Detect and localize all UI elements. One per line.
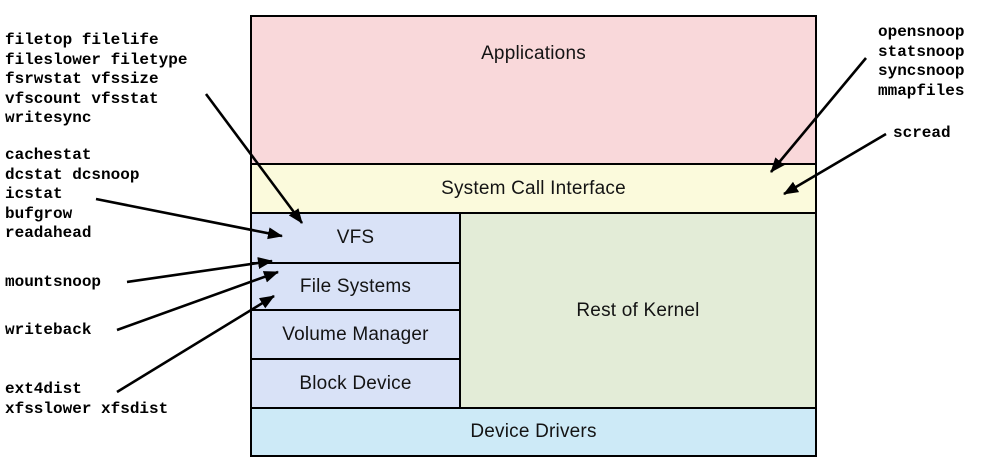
layer-block-device-label: Block Device xyxy=(299,372,412,394)
layer-applications: Applications xyxy=(250,15,817,165)
layer-system-call-interface-label: System Call Interface xyxy=(441,177,626,199)
tool-label-scread: scread xyxy=(893,124,951,142)
tool-label-writeback: writeback xyxy=(5,321,92,339)
layer-rest-of-kernel: Rest of Kernel xyxy=(459,212,817,409)
layer-vfs-label: VFS xyxy=(336,227,375,248)
layer-vfs: VFS xyxy=(250,212,461,264)
layer-rest-of-kernel-label: Rest of Kernel xyxy=(576,299,700,321)
layer-volume-manager: Volume Manager xyxy=(250,309,461,360)
layer-file-systems-label: File Systems xyxy=(299,275,412,297)
tool-label-syscall-tools: opensnoop statsnoop syncsnoop mmapfiles xyxy=(878,23,965,100)
layer-system-call-interface: System Call Interface xyxy=(250,163,817,214)
io-stack-diagram: Applications System Call Interface VFS F… xyxy=(250,15,817,457)
layer-block-device: Block Device xyxy=(250,358,461,409)
tool-label-file-vfs-tools: filetop filelife fileslower filetype fsr… xyxy=(5,31,188,127)
layer-device-drivers-label: Device Drivers xyxy=(470,421,597,442)
layer-volume-manager-label: Volume Manager xyxy=(282,323,429,345)
layer-device-drivers: Device Drivers xyxy=(250,407,817,457)
layer-file-systems: File Systems xyxy=(250,262,461,311)
tool-label-cache-tools: cachestat dcstat dcsnoop icstat bufgrow … xyxy=(5,146,140,242)
tool-label-mountsnoop: mountsnoop xyxy=(5,273,102,291)
layer-applications-label: Applications xyxy=(481,43,586,64)
tool-label-ext4-xfs-tools: ext4dist xfsslower xfsdist xyxy=(5,380,169,418)
